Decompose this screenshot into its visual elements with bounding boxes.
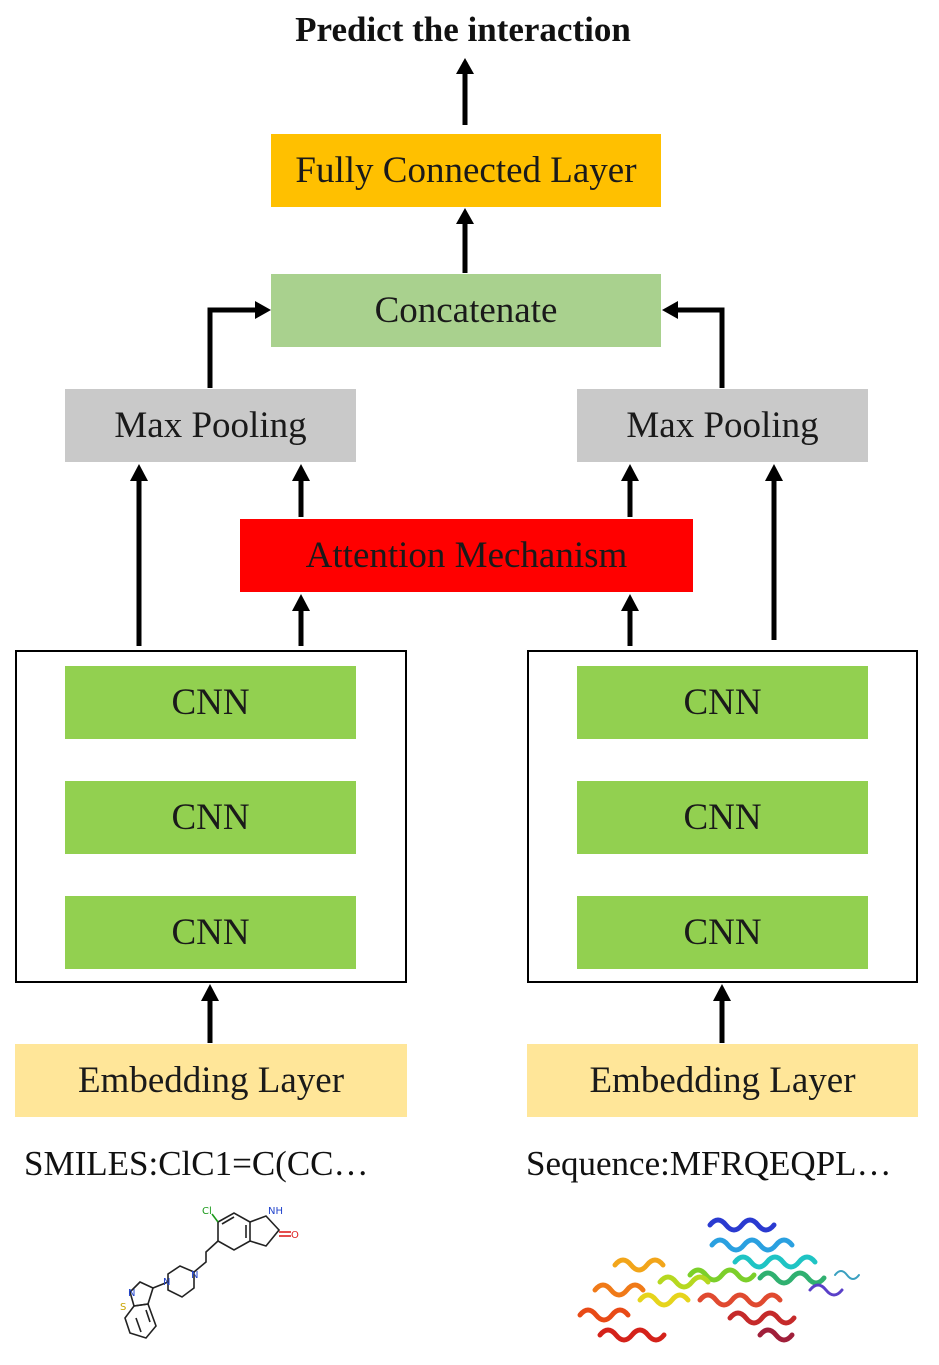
diagram-title: Predict the interaction: [295, 10, 631, 49]
right-cnn-2: CNN: [577, 781, 868, 854]
right-cnn-group: [527, 650, 918, 983]
atom-label-cl: Cl: [202, 1206, 212, 1217]
right-max-pooling: Max Pooling: [577, 389, 868, 462]
molecule-structure-image: [124, 1212, 291, 1339]
atom-label-nh: NH: [268, 1206, 283, 1217]
concatenate-layer: Concatenate: [271, 274, 661, 347]
right-cnn-3: CNN: [577, 896, 868, 969]
protein-structure-image: [577, 1217, 860, 1343]
atom-label-s: S: [120, 1302, 126, 1313]
arrow-right-pool-to-concat: [676, 307, 725, 388]
left-cnn-group: [15, 650, 407, 983]
arrowhead: [456, 58, 474, 74]
fully-connected-layer: Fully Connected Layer: [271, 134, 661, 207]
left-embedding-layer: Embedding Layer: [15, 1044, 407, 1117]
arrow-left-pool-to-concat: [207, 307, 258, 388]
left-cnn-1: CNN: [65, 666, 356, 739]
atom-label-o: O: [291, 1230, 299, 1241]
right-embedding-layer: Embedding Layer: [527, 1044, 918, 1117]
right-cnn-1: CNN: [577, 666, 868, 739]
atom-label-n1: N: [191, 1270, 198, 1281]
attention-mechanism: Attention Mechanism: [240, 519, 693, 592]
atom-label-n3: N: [128, 1288, 135, 1299]
left-cnn-2: CNN: [65, 781, 356, 854]
left-cnn-3: CNN: [65, 896, 356, 969]
atom-label-n2: N: [163, 1277, 170, 1288]
sequence-input-label: Sequence:MFRQEQPL…: [526, 1144, 892, 1183]
left-max-pooling: Max Pooling: [65, 389, 356, 462]
smiles-input-label: SMILES:ClC1=C(CC…: [24, 1144, 369, 1183]
